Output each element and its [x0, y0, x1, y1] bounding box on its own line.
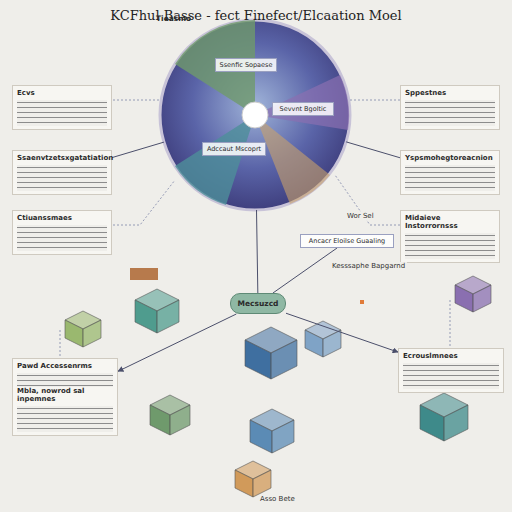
- node-text: Ctiuanssmaes: [17, 214, 107, 222]
- wheel-node: TieasmoSsenfic SopaeseSevvnt BgolticAdcc…: [160, 20, 350, 210]
- body-lines: [17, 165, 107, 191]
- hub-bubble: Mecsuzcd: [230, 293, 286, 314]
- title: KCFhul Basse - fect Finefect/Elcaation M…: [0, 8, 512, 23]
- body-lines: [405, 165, 495, 191]
- connector: [112, 142, 164, 157]
- label-box: Sevvnt Bgoltic: [272, 102, 334, 116]
- label-box: Ancacr Eloilse Guaaling: [300, 234, 394, 248]
- node-text: Sevvnt Bgoltic: [276, 105, 330, 113]
- text-panel: Ecvs: [12, 85, 112, 130]
- connector: [118, 314, 236, 371]
- cube-face: [250, 420, 272, 453]
- cube-face: [272, 420, 294, 453]
- cube-face: [305, 330, 323, 357]
- cube-face: [170, 405, 190, 435]
- connector: [346, 142, 400, 158]
- wheel-sector: [175, 115, 255, 205]
- text-panel: Ecrouslmnees: [398, 348, 504, 393]
- cube-face: [157, 300, 179, 333]
- cube-face: [473, 285, 491, 312]
- hub: [242, 102, 268, 128]
- node-text: Mbla, nowrod sal inpemnes: [17, 387, 113, 403]
- body-lines: [17, 100, 107, 126]
- text-panel: Sppestnes: [400, 85, 500, 130]
- body-lines: [403, 363, 499, 389]
- node-text: Tieasmo: [156, 14, 191, 23]
- cube-face: [235, 470, 253, 497]
- cube-face: [135, 300, 157, 333]
- body-lines: [17, 373, 113, 387]
- text-panel: Pawd AccessenrmsMbla, nowrod sal inpemne…: [12, 358, 118, 436]
- node-text: Ancacr Eloilse Guaaling: [304, 237, 390, 245]
- tag: [130, 268, 158, 280]
- note-label: Wor Sel: [345, 212, 376, 220]
- node-text: Midaieve Instorrornsss: [405, 214, 495, 230]
- wheel: [160, 20, 350, 210]
- cube-face: [245, 340, 271, 379]
- node-text: Pawd Accessenrms: [17, 362, 113, 370]
- note-label: Asso Bete: [258, 495, 297, 503]
- label-box: Adccaut Mscoprt: [202, 142, 266, 156]
- node-text: Ecvs: [17, 89, 107, 97]
- node-text: Sppestnes: [405, 89, 495, 97]
- connector: [286, 313, 398, 352]
- cube-face: [444, 405, 468, 441]
- node-text: Ecrouslmnees: [403, 352, 499, 360]
- text-panel: Ssaenvtzetsxgatatiation: [12, 150, 112, 195]
- cube-face: [83, 320, 101, 347]
- node-text: Yspsmohegtoreacnion: [405, 154, 495, 162]
- dot: [360, 300, 364, 304]
- note-label: Kesssaphe Bapgarnd: [330, 262, 407, 270]
- text-panel: Yspsmohegtoreacnion: [400, 150, 500, 195]
- node-text: Adccaut Mscoprt: [206, 145, 262, 153]
- cube-face: [253, 470, 271, 497]
- node-text: Mecsuzcd: [235, 299, 281, 308]
- text-panel: Ctiuanssmaes: [12, 210, 112, 255]
- connector: [273, 248, 337, 293]
- label-box: Ssenfic Sopaese: [215, 58, 277, 72]
- node-text: Ssaenvtzetsxgatatiation: [17, 154, 107, 162]
- leader-lines: [60, 100, 450, 358]
- cube-face: [65, 320, 83, 347]
- wheel-sector: [255, 75, 349, 130]
- connector: [257, 210, 258, 293]
- cube-face: [150, 405, 170, 435]
- node-text: Ssenfic Sopaese: [219, 61, 273, 69]
- wheel-sector: [255, 115, 330, 204]
- text-panel: Midaieve Instorrornsss: [400, 210, 500, 263]
- body-lines: [405, 233, 495, 259]
- cube-face: [455, 285, 473, 312]
- cube-face: [323, 330, 341, 357]
- cube-face: [271, 340, 297, 379]
- body-lines: [17, 225, 107, 251]
- body-lines: [17, 406, 113, 432]
- body-lines: [405, 100, 495, 126]
- cube-face: [420, 405, 444, 441]
